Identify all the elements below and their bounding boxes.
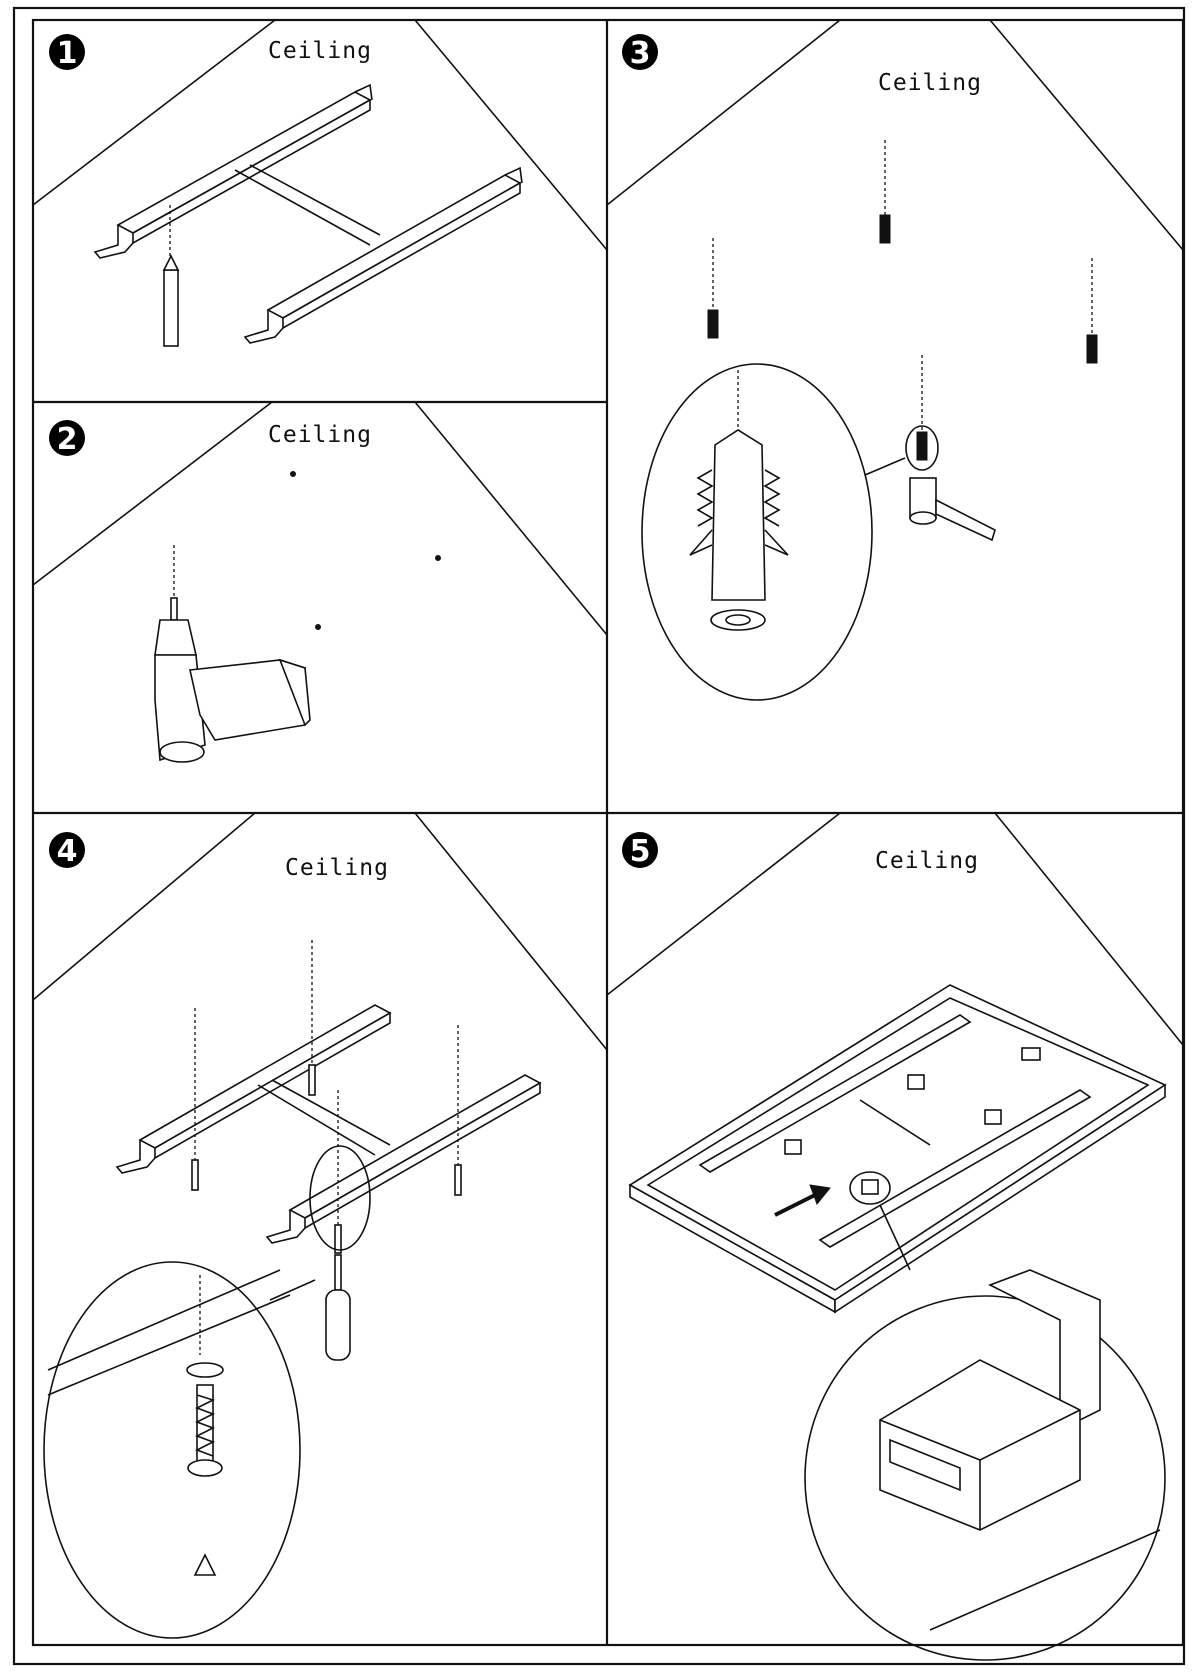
step-3-ceiling-label: Ceiling (878, 70, 982, 96)
svg-text:3: 3 (630, 36, 651, 71)
screw-detail-callout (43, 1145, 371, 1639)
step-1-panel: 1 Ceiling (32, 19, 608, 347)
step-4-panel: 4 Ceiling (32, 812, 608, 1639)
wall-anchors (707, 140, 1098, 471)
clip-detail-callout (804, 1204, 1166, 1661)
step-4-number-badge: 4 (49, 832, 85, 869)
svg-text:5: 5 (630, 834, 651, 869)
step-5-number-badge: 5 (622, 832, 658, 869)
ceiling-corner-lines (606, 19, 1184, 251)
screwdriver (325, 1254, 351, 1361)
ceiling-corner-lines (32, 401, 608, 636)
mounting-bracket (115, 1004, 542, 1244)
ceiling-corner-lines (606, 812, 1184, 1046)
svg-text:2: 2 (57, 422, 78, 457)
step-1-number-badge: 1 (49, 34, 85, 71)
step-2-number-badge: 2 (49, 420, 85, 457)
screws (191, 940, 462, 1254)
step-4-ceiling-label: Ceiling (285, 855, 389, 881)
step-5-ceiling-label: Ceiling (875, 848, 979, 874)
hammer (909, 477, 996, 542)
light-panel (628, 984, 1167, 1314)
step-3-number-badge: 3 (622, 34, 658, 71)
step-5-panel: 5 Ceiling (606, 812, 1184, 1661)
panel-frame (12, 6, 1186, 1666)
svg-text:1: 1 (57, 36, 78, 71)
drill-hole-marks (290, 471, 441, 630)
step-1-ceiling-label: Ceiling (268, 38, 372, 64)
svg-text:4: 4 (57, 834, 78, 869)
ceiling-corner-lines (32, 812, 608, 1051)
direction-arrow (774, 1184, 831, 1217)
anchor-detail-callout (641, 363, 906, 701)
power-drill (154, 545, 311, 763)
step-2-panel: 2 Ceiling (32, 401, 608, 763)
step-3-panel: 3 Ceiling (606, 19, 1184, 701)
ceiling-corner-lines (32, 19, 608, 251)
mounting-bracket (93, 83, 523, 347)
step-2-ceiling-label: Ceiling (268, 422, 372, 448)
